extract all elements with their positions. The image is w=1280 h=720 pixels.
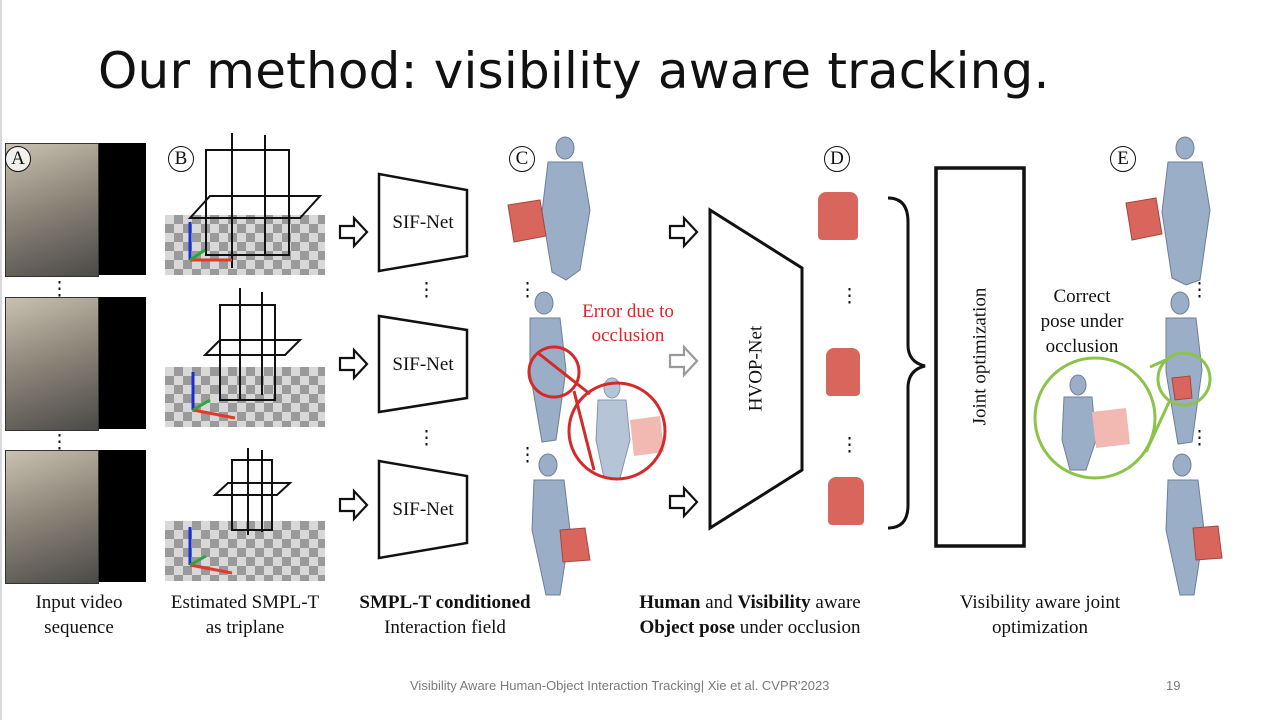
caption-hvop: Human and Visibility aware Object pose u…	[590, 590, 910, 640]
correct-highlight	[1033, 351, 1212, 480]
object-pose-1	[818, 192, 858, 240]
error-label-1: Error due to	[582, 301, 674, 322]
caption-hvop-line1: Human and Visibility aware	[590, 590, 910, 615]
caption-joint: Visibility aware joint optimization	[925, 590, 1155, 640]
sif-net-label-1: SIF-Net	[392, 212, 454, 233]
triplane-planes	[187, 133, 323, 535]
caption-hvop-visibility: Visibility	[737, 592, 811, 613]
caption-hvop-occlusion: under occlusion	[734, 617, 861, 638]
page-number: 19	[1166, 678, 1181, 693]
correct-label-3: occlusion	[1045, 336, 1119, 357]
human-meshes-c	[529, 136, 591, 596]
triplane-axes	[188, 222, 236, 575]
triplane-floor-1	[165, 215, 325, 275]
ellipsis: ⋮	[840, 286, 859, 307]
caption-joint-line2: optimization	[991, 617, 1089, 638]
caption-hvop-object-pose: Object pose	[639, 617, 735, 638]
hvop-net-label: HVOP-Net	[745, 325, 767, 412]
ellipsis: ⋮	[1190, 428, 1209, 449]
object-corrected-zoom	[1092, 408, 1130, 448]
marker-a: A	[5, 146, 31, 172]
slide-title: Our method: visibility aware tracking.	[98, 42, 1050, 100]
mask-frame-2	[99, 297, 146, 429]
marker-d: D	[824, 146, 850, 172]
ellipsis: ⋮	[1190, 280, 1209, 301]
arrows-to-hvop	[668, 215, 699, 519]
ellipsis: ⋮	[518, 445, 537, 466]
caption-smplt-line1: Estimated SMPL-T	[170, 592, 320, 613]
slide-edge	[0, 0, 2, 720]
marker-b: B	[168, 146, 194, 172]
ellipsis: ⋮	[417, 428, 436, 449]
caption-hvop-human: Human	[639, 592, 701, 613]
human-zoom-c	[595, 377, 631, 479]
brace	[887, 196, 926, 530]
caption-hvop-line2: Object pose under occlusion	[590, 615, 910, 640]
caption-sif-line1: SMPL-T conditioned	[359, 592, 531, 613]
correct-label-1: Correct	[1053, 286, 1111, 307]
ellipsis: ⋮	[840, 435, 859, 456]
object-occluded-zoom	[630, 416, 664, 456]
objects-e	[1125, 197, 1223, 561]
sif-net-label-3: SIF-Net	[392, 499, 454, 520]
caption-smplt-line2: as triplane	[205, 617, 285, 638]
caption-input-line2: sequence	[44, 617, 114, 638]
arrows-to-sif	[338, 215, 369, 522]
hvop-net-block	[708, 207, 804, 531]
caption-joint-line1: Visibility aware joint	[959, 592, 1121, 613]
marker-e: E	[1110, 146, 1136, 172]
caption-input: Input video sequence	[10, 590, 148, 640]
mask-frame-1	[99, 143, 146, 275]
caption-input-line1: Input video	[35, 592, 123, 613]
error-highlight	[527, 345, 667, 481]
error-label-2: occlusion	[591, 325, 665, 346]
ellipsis: ⋮	[50, 432, 69, 453]
ellipsis: ⋮	[50, 279, 69, 300]
ellipsis: ⋮	[417, 280, 436, 301]
caption-sif-line2: Interaction field	[384, 617, 506, 638]
video-frame-2	[5, 297, 99, 431]
correct-label-2: pose under	[1040, 311, 1124, 332]
marker-c: C	[509, 146, 535, 172]
caption-hvop-and: and	[700, 592, 738, 613]
video-frame-3	[5, 450, 99, 584]
caption-hvop-aware: aware	[810, 592, 861, 613]
joint-opt-block	[934, 166, 1026, 548]
sif-net-blocks	[377, 172, 469, 560]
joint-opt-label: Joint optimization	[969, 287, 991, 426]
mask-frame-3	[99, 450, 146, 582]
sif-net-label-2: SIF-Net	[392, 354, 454, 375]
objects-c	[507, 199, 591, 563]
object-pose-2	[826, 348, 860, 396]
human-meshes-e	[1061, 136, 1211, 596]
occluded-arrow	[668, 344, 699, 378]
caption-sif: SMPL-T conditioned Interaction field	[330, 590, 560, 640]
ellipsis: ⋮	[518, 280, 537, 301]
footer-citation: Visibility Aware Human-Object Interactio…	[410, 678, 830, 693]
object-pose-3	[828, 477, 864, 525]
caption-smplt: Estimated SMPL-T as triplane	[150, 590, 340, 640]
